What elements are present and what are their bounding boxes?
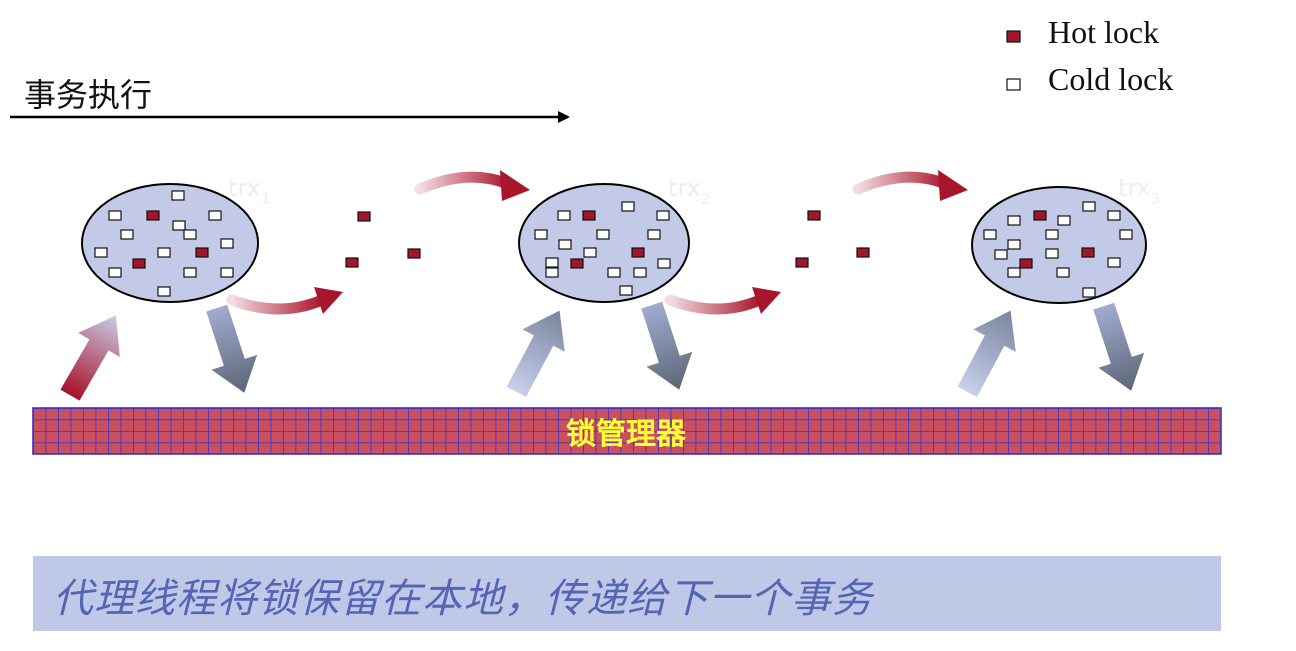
caption-text: 代理线程将锁保留在本地，传递给下一个事务 (53, 576, 873, 622)
hot-lock-square (807, 210, 821, 221)
curved-arrows (226, 170, 968, 315)
cold-lock-square (1045, 248, 1059, 259)
cold-lock-square (545, 257, 559, 268)
hot-lock-square (582, 210, 596, 221)
cold-lock-square (108, 267, 122, 278)
cold-lock-square (583, 247, 597, 258)
cold-lock-square (621, 201, 635, 212)
hot-lock-square (1019, 258, 1033, 269)
hot-lock-square (856, 247, 870, 258)
cold-lock-square (983, 229, 997, 240)
cold-lock-square (220, 238, 234, 249)
down-arrow-2 (641, 301, 693, 390)
cold-lock-square (1119, 229, 1133, 240)
transaction-ellipse-3 (971, 186, 1147, 304)
trx-label-2: trx2 (668, 174, 710, 208)
hot-lock-square (570, 258, 584, 269)
curved-arrow-upper-2 (852, 170, 968, 201)
cold-lock-square (619, 285, 633, 296)
lock-squares (94, 190, 1133, 298)
hot-lock-square (631, 247, 645, 258)
cold-lock-square (94, 247, 108, 258)
hot-lock-square (195, 247, 209, 258)
curved-arrow-lower-2 (664, 287, 781, 315)
cold-lock-legend-icon (1006, 78, 1021, 91)
curved-arrow-lower-1 (226, 287, 343, 315)
hot-lock-square (795, 257, 809, 268)
cold-lock-square (183, 229, 197, 240)
cold-lock-square (172, 220, 186, 231)
cold-lock-square (994, 249, 1008, 260)
hot-lock-square (1081, 247, 1095, 258)
execution-flow: 事务执行 (10, 76, 570, 123)
cold-lock-square (534, 229, 548, 240)
up-arrow-2 (506, 310, 565, 398)
cold-lock-square (1082, 201, 1096, 212)
hot-lock-square (1033, 210, 1047, 221)
caption-banner: 代理线程将锁保留在本地，传递给下一个事务 (33, 556, 1221, 631)
cold-lock-square (1107, 257, 1121, 268)
cold-lock-square (171, 190, 185, 201)
down-arrow-1 (206, 304, 258, 393)
cold-lock-square (220, 267, 234, 278)
legend: Hot lock Cold lock (1006, 14, 1173, 97)
execution-flow-label: 事务执行 (24, 76, 152, 114)
cold-lock-square (157, 286, 171, 297)
lock-manager-bar: 锁管理器 (32, 407, 1222, 455)
transaction-ellipse-2 (518, 183, 690, 303)
down-arrow-3 (1093, 302, 1145, 391)
cold-lock-square (647, 229, 661, 240)
cold-lock-square (545, 267, 559, 278)
cold-lock-square (1007, 239, 1021, 250)
hot-lock-legend-label: Hot lock (1048, 14, 1159, 50)
trx-label-3: trx3 (1118, 174, 1160, 208)
cold-lock-square (1007, 215, 1021, 226)
lock-manager-label: 锁管理器 (566, 417, 687, 452)
cold-lock-square (557, 210, 571, 221)
cold-lock-square (1045, 229, 1059, 240)
cold-lock-square (596, 229, 610, 240)
hot-lock-legend-icon (1006, 30, 1021, 43)
cold-lock-square (120, 229, 134, 240)
cold-lock-square (157, 247, 171, 258)
cold-lock-square (183, 267, 197, 278)
cold-lock-square (1007, 267, 1021, 278)
hot-lock-square (132, 258, 146, 269)
cold-lock-square (558, 239, 572, 250)
cold-lock-square (657, 258, 671, 269)
hot-lock-square (357, 211, 371, 222)
cold-lock-square (1082, 287, 1096, 298)
cold-lock-square (108, 210, 122, 221)
curved-arrow-upper-1 (414, 170, 530, 201)
cold-lock-square (208, 210, 222, 221)
cold-lock-square (607, 267, 621, 278)
hot-lock-square (345, 257, 359, 268)
trx-label-1: trx1 (228, 174, 270, 208)
cold-lock-square (1057, 215, 1071, 226)
cold-lock-square (656, 210, 670, 221)
cold-lock-square (1056, 267, 1070, 278)
hot-lock-square (407, 248, 421, 259)
hot-lock-square (146, 210, 160, 221)
cold-lock-square (1107, 210, 1121, 221)
cold-lock-legend-label: Cold lock (1048, 61, 1173, 97)
up-arrow-1 (60, 315, 120, 401)
up-arrow-3 (957, 310, 1016, 398)
cold-lock-square (633, 267, 647, 278)
lock-arrows (60, 301, 1145, 401)
